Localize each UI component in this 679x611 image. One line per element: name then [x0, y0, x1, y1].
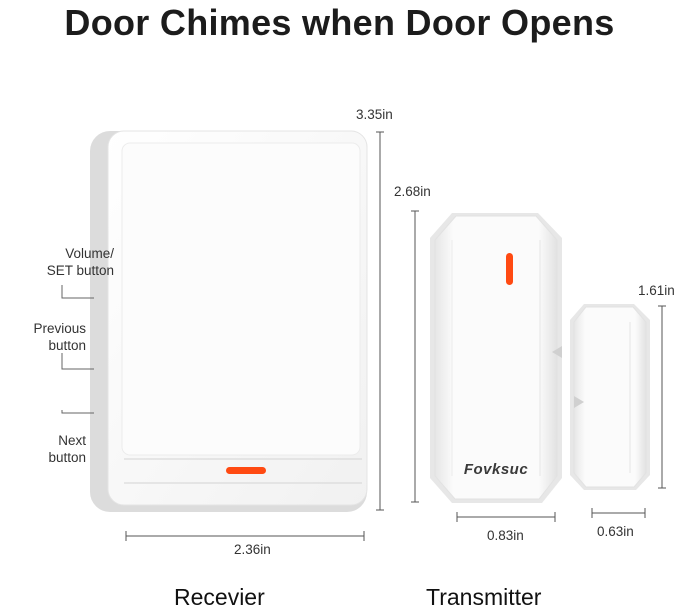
- receiver-device: [90, 130, 368, 512]
- previous-label-line2: button: [48, 338, 86, 353]
- next-label-line2: button: [48, 450, 86, 465]
- receiver-panel: [121, 142, 361, 456]
- brand-logo: Fovksuc: [464, 461, 529, 478]
- receiver-width-label: 2.36in: [234, 542, 271, 557]
- receiver-height-label: 3.35in: [356, 107, 393, 122]
- transmitter-device: [430, 213, 562, 503]
- transmitter-height-dimension: [411, 210, 419, 503]
- magnet-notch: [574, 396, 584, 408]
- magnet-face: [573, 306, 647, 488]
- magnet-device: [570, 304, 650, 490]
- transmitter-led: [506, 253, 513, 285]
- transmitter-face: [434, 215, 558, 500]
- magnet-width-dimension: [591, 508, 646, 518]
- magnet-width-label: 0.63in: [597, 524, 634, 539]
- volume-set-label: Volume/ SET button: [10, 245, 114, 279]
- transmitter-notch: [552, 346, 562, 358]
- transmitter-height-label: 2.68in: [394, 184, 431, 199]
- next-label-line1: Next: [58, 433, 86, 448]
- page-title: Door Chimes when Door Opens: [64, 2, 615, 43]
- receiver-width-dimension: [125, 531, 365, 541]
- transmitter-width-dimension: [456, 512, 556, 522]
- previous-button-label: Previous button: [10, 320, 86, 354]
- volume-label-line1: Volume/: [65, 246, 114, 261]
- volume-callout-line: [61, 285, 94, 299]
- receiver-led: [226, 467, 266, 474]
- transmitter-width-label: 0.83in: [487, 528, 524, 543]
- magnet-height-dimension: [658, 305, 666, 489]
- receiver-caption: Recevier: [174, 584, 265, 610]
- previous-callout-line: [61, 353, 94, 370]
- next-callout-line: [61, 410, 94, 414]
- magnet-height-label: 1.61in: [638, 283, 675, 298]
- receiver-callouts: [61, 285, 94, 414]
- receiver-height-dimension: [376, 131, 384, 511]
- volume-label-line2: SET button: [46, 263, 114, 278]
- previous-label-line1: Previous: [33, 321, 86, 336]
- next-button-label: Next button: [10, 432, 86, 466]
- transmitter-caption: Transmitter: [426, 584, 542, 610]
